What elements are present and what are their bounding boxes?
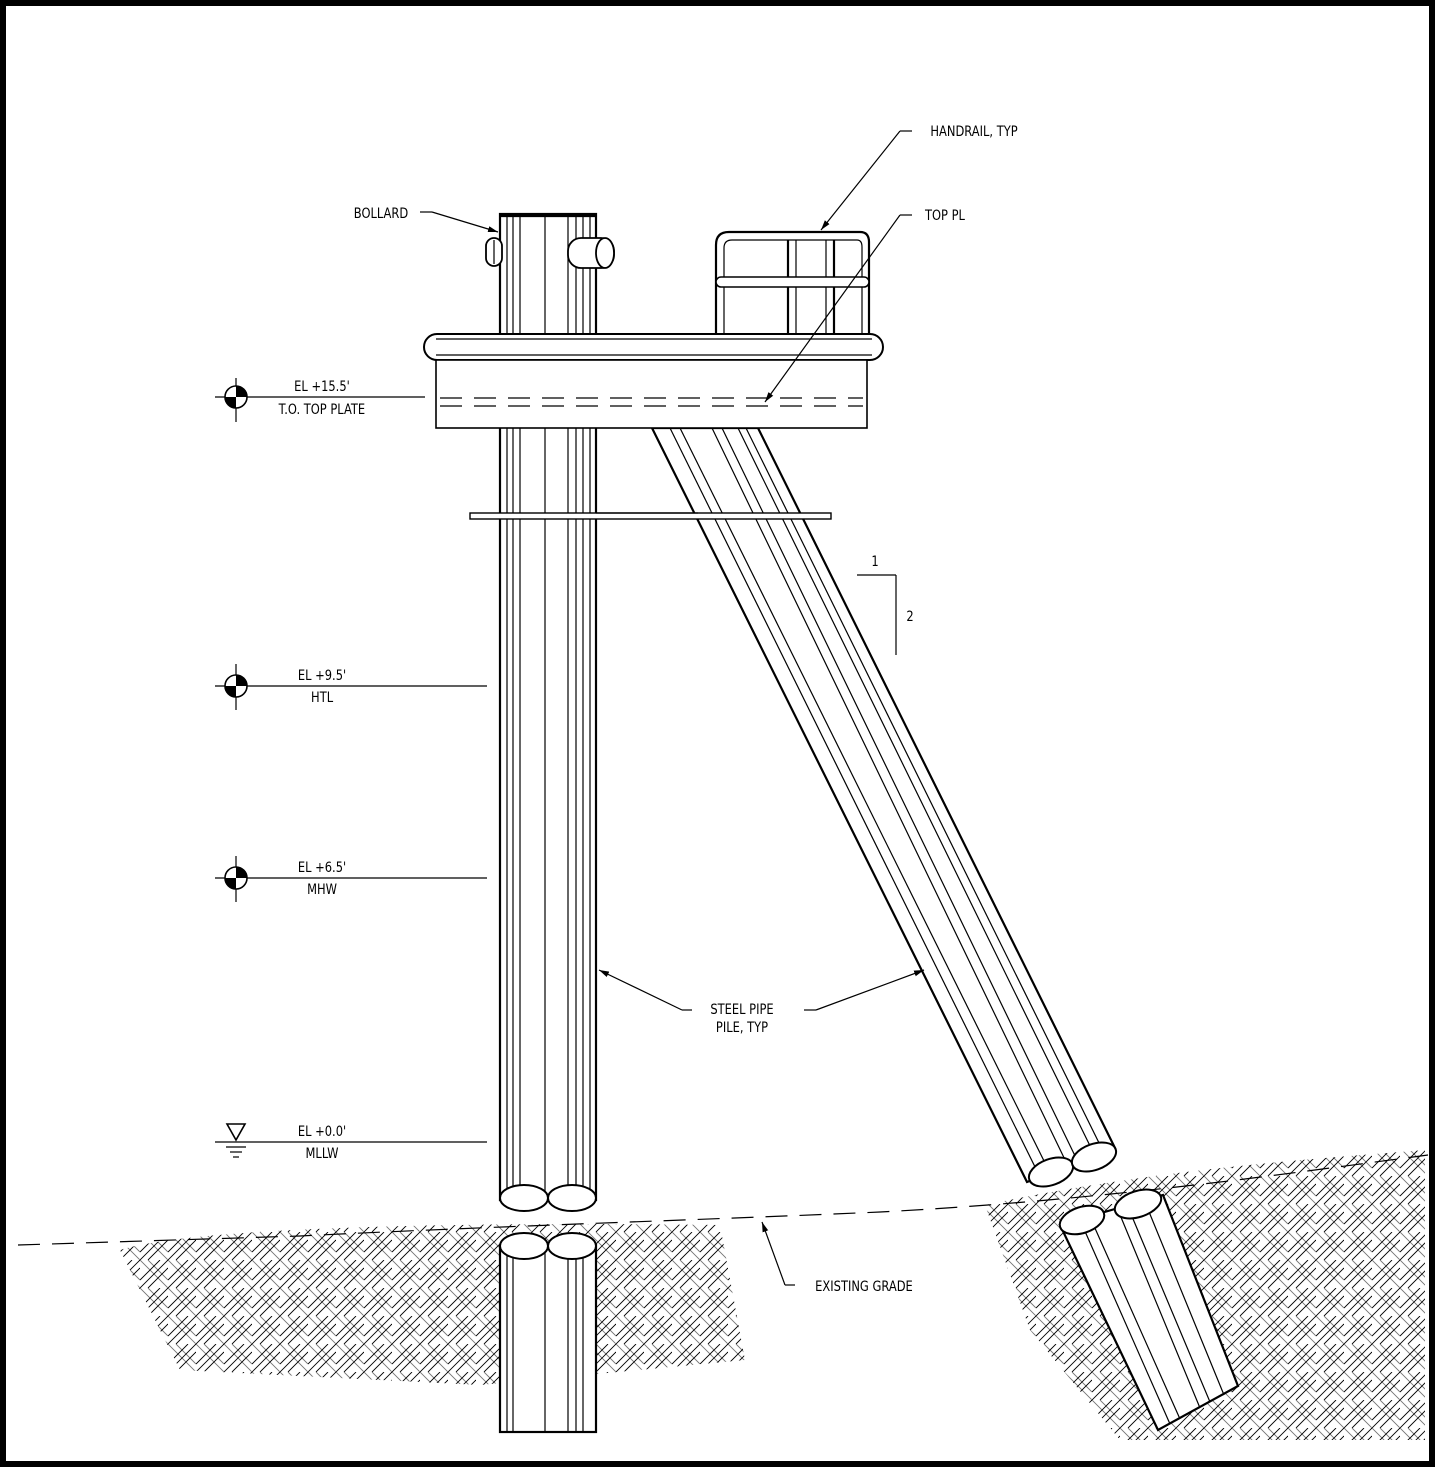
callout-steel-pipe-pile: STEEL PIPE PILE, TYP [598,969,925,1036]
elevation-marker-mllw: EL +0.0' MLLW [215,1123,487,1162]
elevation-value: EL +9.5' [298,668,346,684]
callout-text: HANDRAIL, TYP [930,124,1018,140]
callout-text: EXISTING GRADE [815,1279,913,1295]
elevation-value: EL +15.5' [294,379,350,395]
soil-hatch-left [120,1224,745,1385]
callout-existing-grade: EXISTING GRADE [761,1221,913,1295]
elevation-marker-top-plate: EL +15.5' T.O. TOP PLATE [215,378,425,422]
existing-grade-line [17,1154,1429,1246]
bollard-horns [485,237,615,269]
callout-text: TOP PL [924,208,966,224]
callout-text: BOLLARD [354,206,409,222]
bracing-plate [469,426,832,520]
callout-top-pl: TOP PL [764,208,966,403]
batter-pile [650,426,1240,1432]
top-plate-cap [423,333,884,429]
callout-text: PILE, TYP [716,1020,768,1036]
callout-text: STEEL PIPE [710,1002,773,1018]
slope-run: 1 [871,554,878,570]
slope-rise: 2 [906,609,913,625]
elevation-marker-htl: EL +9.5' HTL [215,664,487,710]
elevation-desc: MHW [307,882,337,898]
elevation-desc: HTL [311,690,334,706]
elevation-value: EL +6.5' [298,860,346,876]
slope-indicator: 1 2 [857,554,914,655]
elevation-value: EL +0.0' [298,1124,346,1140]
handrail [714,230,871,335]
elevation-marker-mhw: EL +6.5' MHW [215,856,487,902]
callout-bollard: BOLLARD [354,206,499,233]
elevation-desc: T.O. TOP PLATE [278,402,365,418]
callout-handrail: HANDRAIL, TYP [820,124,1018,231]
elevation-desc: MLLW [306,1146,339,1162]
